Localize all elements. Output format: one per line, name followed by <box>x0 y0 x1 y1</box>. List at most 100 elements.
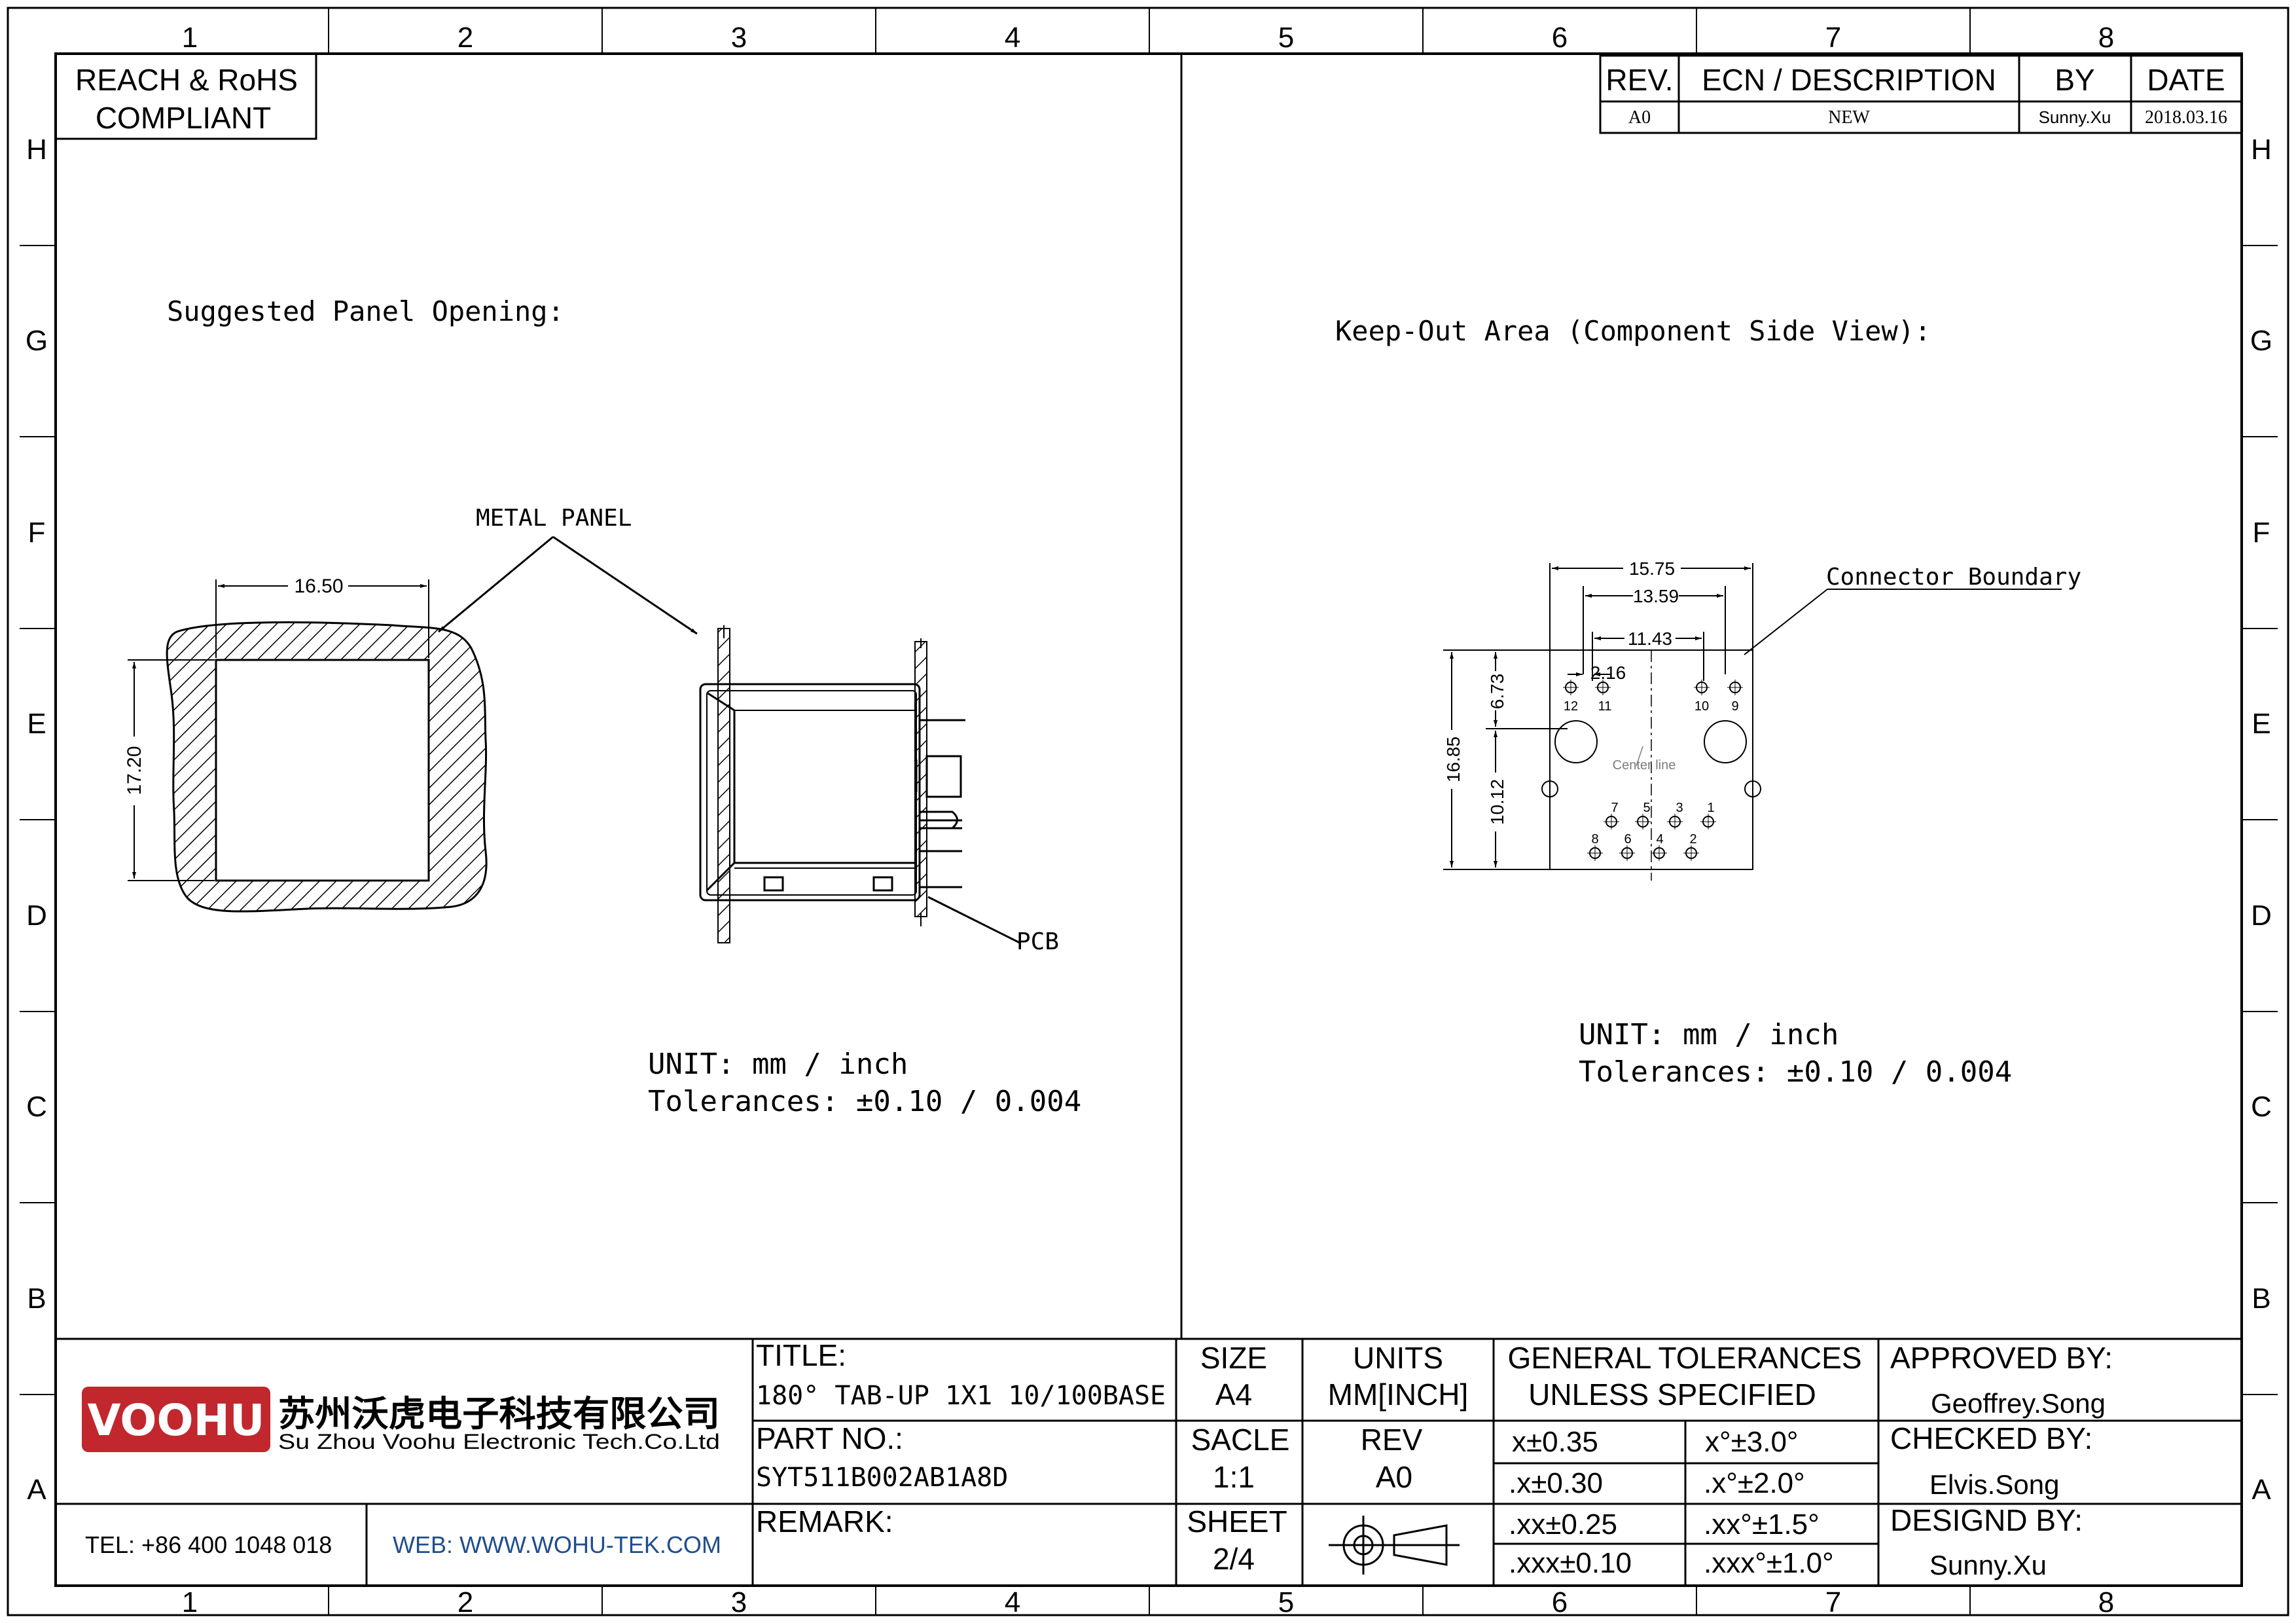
title-block: VOOHU 苏州沃虎电子科技有限公司 Su Zhou Voohu Electro… <box>56 1338 2242 1586</box>
right-unit-label: UNIT: mm / inch <box>1579 1018 1839 1051</box>
pin-label: 8 <box>1591 832 1598 847</box>
connector-side-view <box>699 625 965 943</box>
column-markers: 1 2 3 4 5 6 7 8 1 2 3 4 5 6 7 8 <box>182 8 2114 1618</box>
column-label: 1 <box>182 22 198 54</box>
dim-1143: 11.43 <box>1628 629 1672 649</box>
unless-specified-label: UNLESS SPECIFIED <box>1528 1377 1816 1412</box>
dim-216: 2.16 <box>1590 663 1626 683</box>
row-label: A <box>2251 1474 2271 1506</box>
connector-boundary-label: Connector Boundary <box>1826 564 2081 591</box>
units-label: UNITS <box>1353 1341 1443 1375</box>
pin-label: 5 <box>1643 801 1650 815</box>
pin-label: 4 <box>1656 832 1663 847</box>
row-label: B <box>27 1283 46 1315</box>
date-value: 2018.03.16 <box>2145 107 2227 128</box>
panel-opening-view: Suggested Panel Opening: METAL PANEL 16.… <box>124 295 1081 1118</box>
sheet-value: 2/4 <box>1213 1542 1255 1576</box>
row-label: G <box>2250 325 2272 357</box>
row-label: D <box>2251 900 2272 932</box>
pin-label: 2 <box>1689 832 1696 847</box>
tolerance-value: x°±3.0° <box>1705 1426 1799 1458</box>
pin-label: 9 <box>1731 699 1738 714</box>
dim-1685: 16.85 <box>1443 737 1463 782</box>
column-label: 6 <box>1552 1586 1568 1618</box>
general-tolerances-label: GENERAL TOLERANCES <box>1507 1341 1861 1375</box>
pin-label: 7 <box>1611 801 1618 815</box>
compliance-line2: COMPLIANT <box>96 101 271 135</box>
pin-label: 10 <box>1695 699 1709 714</box>
ecn-value: NEW <box>1828 107 1870 128</box>
row-label: C <box>26 1091 47 1123</box>
row-label: D <box>26 900 47 932</box>
rev-header: REV. <box>1605 63 1673 97</box>
row-label: C <box>2251 1091 2272 1123</box>
dim-width-label: 16.50 <box>294 575 343 597</box>
tolerance-value: .xx±0.25 <box>1509 1508 1617 1541</box>
keep-out-heading: Keep-Out Area (Component Side View): <box>1335 315 1931 347</box>
approved-by-value: Geoffrey.Song <box>1931 1388 2106 1419</box>
metal-panel-front <box>166 621 488 913</box>
keep-out-view: Keep-Out Area (Component Side View): Con… <box>1335 315 2081 1089</box>
size-label: SIZE <box>1200 1341 1267 1375</box>
pin-label: 1 <box>1707 801 1714 815</box>
tolerance-value: .xxx°±1.0° <box>1704 1547 1834 1579</box>
scale-value: 1:1 <box>1213 1460 1255 1494</box>
projection-symbol <box>1329 1516 1460 1575</box>
column-label: 7 <box>1825 22 1841 54</box>
pcb-label: PCB <box>1016 928 1059 955</box>
right-tolerance-label: Tolerances: ±0.10 / 0.004 <box>1579 1055 2012 1089</box>
company-name-cn: 苏州沃虎电子科技有限公司 <box>278 1393 720 1434</box>
row-label: A <box>27 1474 46 1506</box>
column-label: 8 <box>2098 1586 2114 1618</box>
column-label: 4 <box>1005 22 1020 54</box>
column-label: 1 <box>182 1586 198 1618</box>
column-label: 6 <box>1552 22 1568 54</box>
date-header: DATE <box>2147 63 2225 97</box>
voohu-logo <box>82 1387 270 1452</box>
title-label: TITLE: <box>756 1338 846 1372</box>
column-label: 5 <box>1278 22 1294 54</box>
column-label: 3 <box>731 22 747 54</box>
pin-label: 3 <box>1676 801 1683 815</box>
tolerance-value: .x°±2.0° <box>1704 1467 1805 1499</box>
company-name-en: Su Zhou Voohu Electronic Tech.Co.Ltd <box>278 1430 720 1453</box>
tel-label: TEL: +86 400 1048 018 <box>85 1531 332 1558</box>
web-label: WEB: WWW.WOHU-TEK.COM <box>393 1531 721 1558</box>
approved-by-label: APPROVED BY: <box>1890 1341 2113 1375</box>
by-header: BY <box>2054 63 2094 97</box>
compliance-line1: REACH & RoHS <box>75 63 298 97</box>
column-label: 2 <box>457 22 473 54</box>
compliance-box: REACH & RoHS COMPLIANT <box>54 52 317 140</box>
pin-label: 6 <box>1624 832 1631 847</box>
row-label: H <box>2251 134 2272 166</box>
rev-value: A0 <box>1376 1460 1412 1494</box>
row-markers: H G F E D C B A H G F E D C B A <box>20 134 2278 1506</box>
rev-label: REV <box>1361 1423 1423 1457</box>
center-line-label: Center line <box>1613 758 1676 773</box>
partno-label: PART NO.: <box>756 1421 903 1455</box>
scale-label: SACLE <box>1191 1423 1290 1457</box>
row-label: E <box>2251 708 2270 740</box>
row-label: E <box>27 708 46 740</box>
designed-by-label: DESIGND BY: <box>1890 1503 2083 1537</box>
pin-label: 12 <box>1564 699 1578 714</box>
column-label: 2 <box>457 1586 473 1618</box>
dim-height-label: 17.20 <box>124 746 145 795</box>
logo-text: VOOHU <box>88 1395 265 1446</box>
tolerance-value: .xx°±1.5° <box>1704 1508 1820 1541</box>
tolerance-value: .x±0.30 <box>1509 1467 1603 1499</box>
revision-table: REV. ECN / DESCRIPTION BY DATE A0 NEW Su… <box>1599 54 2243 134</box>
rev-value: A0 <box>1628 107 1651 128</box>
pin-label: 11 <box>1598 699 1612 714</box>
ecn-header: ECN / DESCRIPTION <box>1702 63 1996 97</box>
row-label: F <box>28 517 46 549</box>
checked-by-value: Elvis.Song <box>1929 1469 2059 1500</box>
dim-1359: 13.59 <box>1633 586 1679 606</box>
metal-panel-label: METAL PANEL <box>476 505 632 532</box>
column-label: 3 <box>731 1586 747 1618</box>
row-label: F <box>2253 517 2270 549</box>
title-value: 180° TAB-UP 1X1 10/100BASE <box>756 1381 1166 1411</box>
dim-673: 6.73 <box>1487 674 1507 710</box>
left-tolerance-label: Tolerances: ±0.10 / 0.004 <box>648 1085 1081 1118</box>
